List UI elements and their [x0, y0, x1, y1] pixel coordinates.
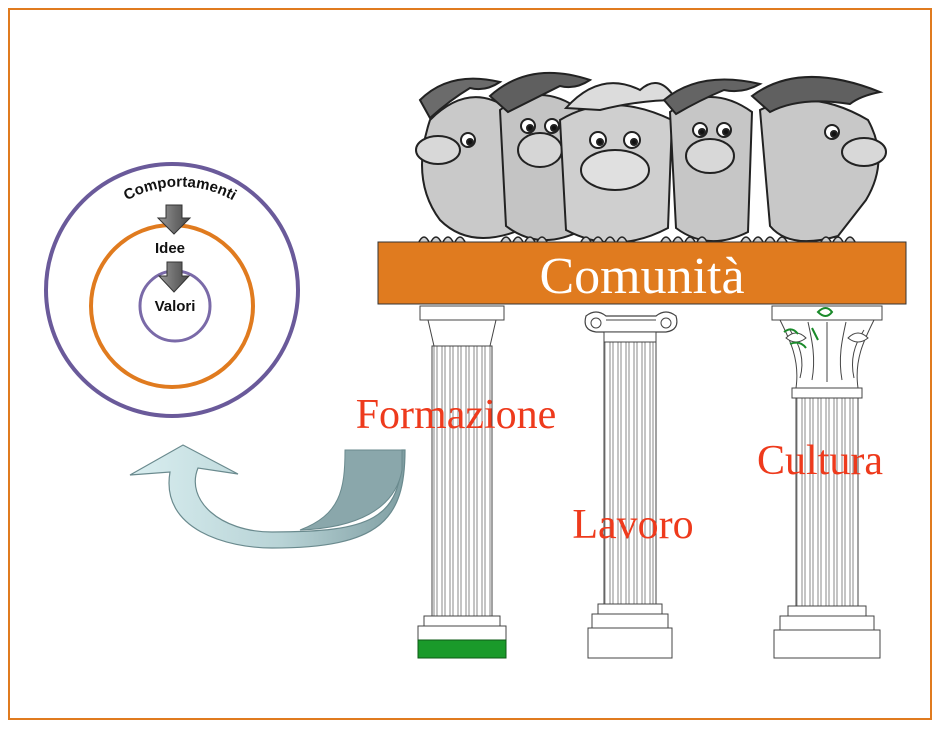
- arrow-down-icon: [156, 204, 192, 235]
- pillar-label-cultura: Cultura: [757, 438, 883, 484]
- cartoon-face-icon: [662, 78, 763, 243]
- column-icon: [417, 305, 507, 659]
- middle-ring-label: Idee: [155, 240, 185, 257]
- cartoon-faces: [415, 71, 887, 247]
- inner-ring-label: Valori: [155, 298, 196, 315]
- rings-diagram: Comportamenti Idee Valori: [44, 162, 300, 418]
- arrow-down-icon: [157, 261, 191, 293]
- column-base-green: [417, 639, 507, 659]
- column-icon: [584, 311, 678, 659]
- leaf-ornament: [783, 307, 834, 349]
- cartoon-face-icon: [415, 77, 522, 239]
- outer-ring: [44, 162, 300, 418]
- curved-arrow-icon: [129, 444, 406, 549]
- pillar-label-formazione: Formazione: [356, 392, 557, 438]
- outer-ring-label: Comportamenti: [121, 174, 239, 204]
- pillar-label-lavoro: Lavoro: [572, 502, 693, 548]
- community-beam: Comunità: [377, 241, 907, 305]
- cartoon-face-icon: [750, 76, 887, 243]
- beam-label: Comunità: [539, 248, 744, 305]
- column-icon: [771, 305, 883, 659]
- cartoon-face-icon: [558, 81, 678, 244]
